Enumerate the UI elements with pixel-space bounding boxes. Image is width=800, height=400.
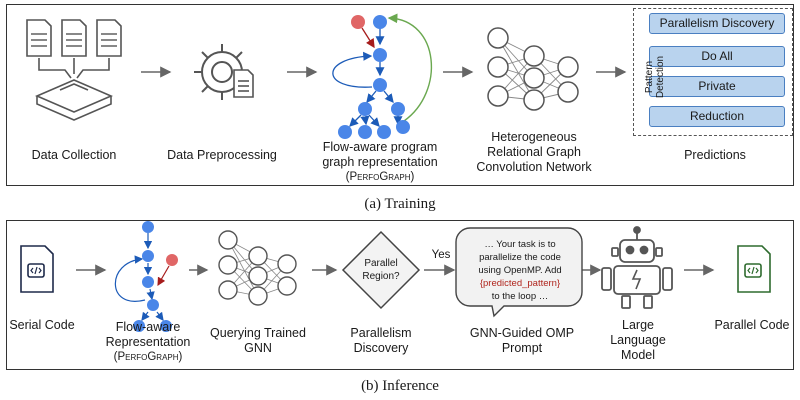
inference-panel — [6, 220, 794, 370]
inference-caption: (b) Inference — [361, 378, 439, 394]
tray-icon — [59, 83, 89, 91]
pattern-do-all: Do All — [649, 46, 785, 67]
predicted-pattern-placeholder: {predicted_pattern} — [479, 278, 561, 289]
prompt-text: … Your task is to parallelize the code u… — [466, 238, 574, 303]
prompt-line: using OpenMP. Add — [478, 265, 562, 276]
representation-label: Flow-aware Representation (PerfoGraph) — [100, 320, 196, 365]
prompt-line: parallelize the code — [479, 252, 561, 263]
decision-diamond — [341, 230, 421, 310]
llm-label: Large Language Model — [600, 318, 676, 363]
parallelism-discovery-pill: Parallelism Discovery — [649, 13, 785, 34]
training-panel — [6, 4, 794, 186]
graph-label-line: graph representation — [322, 155, 438, 169]
data-collection-label: Data Collection — [31, 148, 117, 162]
omp-prompt-label: GNN-Guided OMP Prompt — [456, 326, 588, 356]
llm-label-line: Model — [620, 348, 656, 362]
parallelism-discovery-label: Parallelism Discovery — [332, 326, 430, 356]
rep-label-line: Representation — [105, 335, 191, 349]
yes-label: Yes — [431, 249, 451, 261]
llm-label-line: Language — [610, 333, 666, 347]
predictions-label: Predictions — [684, 148, 746, 162]
training-caption: (a) Training — [364, 196, 436, 212]
llm-label-line: Large — [622, 318, 654, 332]
prompt-bubble — [455, 227, 583, 318]
graph-label-line: Flow-aware program — [322, 140, 438, 154]
data-preprocessing-label: Data Preprocessing — [167, 148, 277, 162]
prompt-label-line: GNN-Guided OMP — [469, 326, 575, 340]
prediction-box — [633, 8, 793, 136]
document-icon — [233, 69, 254, 98]
neural-network-icon — [487, 27, 579, 111]
query-label-line: Querying Trained — [210, 326, 306, 340]
neural-network-icon-small — [218, 230, 297, 306]
gnn-label-line: Relational Graph — [487, 145, 581, 159]
perfograph-name: (PerfoGraph) — [345, 171, 415, 183]
query-label-line: GNN — [244, 341, 272, 355]
code-file-icon — [20, 245, 54, 293]
serial-code-label: Serial Code — [9, 318, 75, 332]
robot-icon — [601, 226, 673, 309]
perfograph-graph-small — [114, 221, 178, 332]
gnn-label-line: Heterogeneous — [491, 130, 577, 144]
querying-gnn-label: Querying Trained GNN — [204, 326, 312, 356]
documents-icon — [26, 19, 122, 121]
diamond-line: Region? — [362, 271, 400, 282]
diamond-text: Parallel Region? — [346, 257, 416, 283]
rep-label-line: Flow-aware — [115, 320, 181, 334]
pattern-reduction: Reduction — [649, 106, 785, 127]
perfograph-name-small: (PerfoGraph) — [113, 351, 183, 363]
pattern-detection-label: Pattern Detection — [644, 55, 666, 99]
pattern-private: Private — [649, 76, 785, 97]
gnn-label-line: Convolution Network — [476, 160, 592, 174]
graph-representation-label: Flow-aware program graph representation … — [313, 140, 447, 185]
prompt-line: … Your task is to — [484, 239, 556, 250]
prompt-label-line: Prompt — [501, 341, 543, 355]
perfograph-graph — [332, 13, 433, 139]
discovery-label-line: Discovery — [353, 341, 409, 355]
prompt-line: to the loop … — [491, 291, 549, 302]
parallel-code-file-icon — [737, 245, 771, 293]
diamond-line: Parallel — [364, 258, 398, 269]
gnn-label: Heterogeneous Relational Graph Convoluti… — [466, 130, 602, 175]
discovery-label-line: Parallelism — [350, 326, 412, 340]
parallel-code-label: Parallel Code — [714, 318, 790, 332]
